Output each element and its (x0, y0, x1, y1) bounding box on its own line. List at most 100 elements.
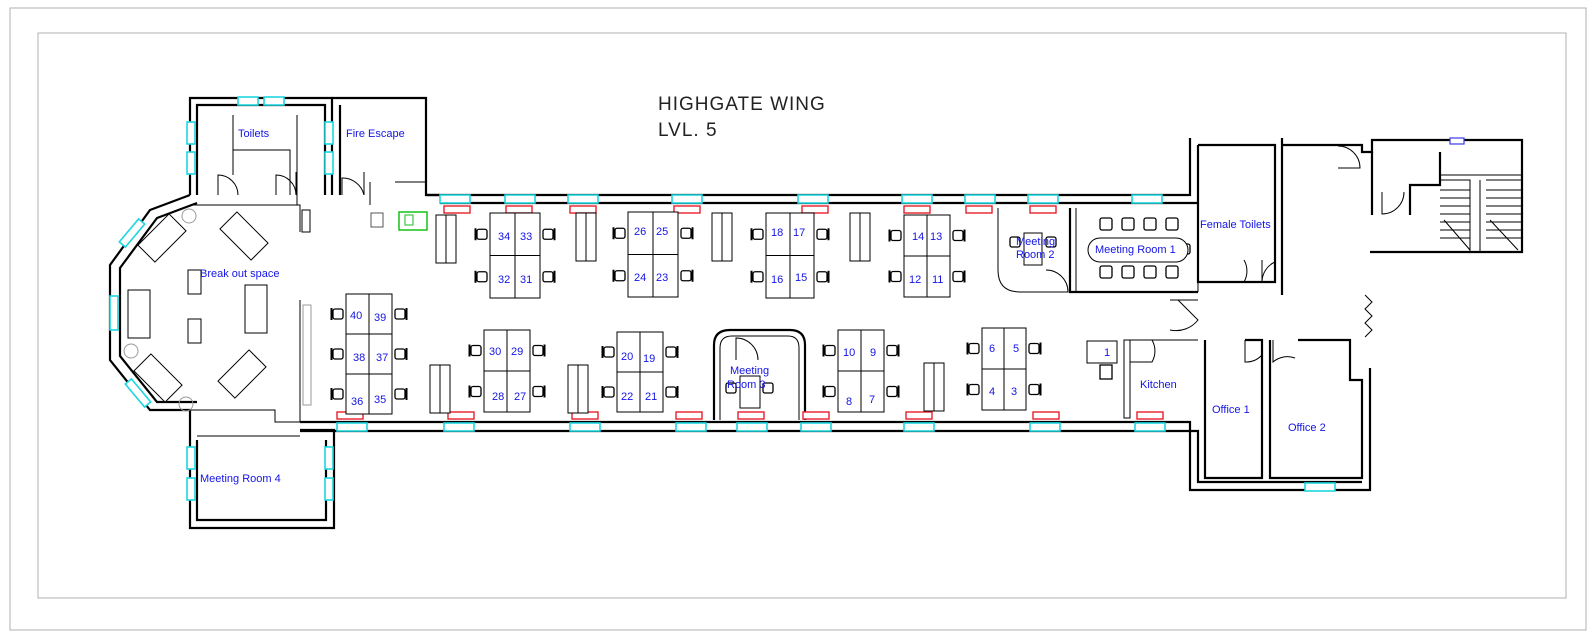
drawing-border (37, 32, 1567, 599)
chair (752, 271, 764, 283)
chair (332, 388, 344, 400)
doors (217, 145, 1405, 364)
desk-37: 37 (376, 352, 388, 364)
chair (332, 348, 344, 360)
fire-escape-label: Fire Escape (346, 128, 405, 140)
desk-10: 10 (843, 347, 855, 359)
chair (394, 348, 406, 360)
desk-16: 16 (771, 274, 783, 286)
chair (394, 308, 406, 320)
meeting-room-4-label: Meeting Room 4 (200, 473, 281, 485)
chair (952, 229, 964, 242)
office-2-label: Office 2 (1288, 422, 1326, 434)
desk-12: 12 (909, 274, 921, 286)
meeting-chair (1009, 236, 1021, 248)
office-1-label: Office 1 (1212, 404, 1250, 416)
desk-29: 29 (511, 346, 523, 358)
outer-frame (9, 7, 1587, 631)
chair (816, 228, 828, 240)
desk-31: 31 (520, 274, 532, 286)
desk-5: 5 (1013, 343, 1019, 355)
chair (470, 385, 482, 398)
desk-28: 28 (492, 391, 504, 403)
walls (108, 96, 1524, 530)
red-markers (336, 205, 1164, 420)
meeting-chair (1099, 217, 1113, 231)
chair (890, 229, 902, 242)
chair (603, 346, 615, 358)
desk-6: 6 (989, 343, 995, 355)
desk-8: 8 (846, 396, 852, 408)
desk-18: 18 (771, 227, 783, 239)
level-title: LVL. 5 (658, 120, 718, 141)
meeting-chair (1143, 265, 1157, 279)
wing-title: HIGHGATE WING (658, 94, 826, 115)
chair (824, 344, 836, 357)
chair (968, 383, 980, 396)
chair (886, 385, 898, 398)
desk-30: 30 (489, 346, 501, 358)
chair (824, 385, 836, 398)
break-out-space-label: Break out space (200, 268, 280, 280)
chair (968, 342, 980, 355)
desk-24: 24 (634, 272, 646, 284)
meeting-chair (1099, 265, 1113, 279)
chair (1028, 342, 1040, 355)
desk-3: 3 (1011, 386, 1017, 398)
desk-39: 39 (374, 312, 386, 324)
desk-26: 26 (634, 226, 646, 238)
desk-14: 14 (912, 231, 924, 243)
toilets-label: Toilets (238, 128, 270, 140)
windows (109, 96, 1465, 501)
room-labels: Toilets Fire Escape Break out space Meet… (200, 128, 1326, 485)
chair (1028, 383, 1040, 396)
desk-11: 11 (932, 274, 943, 286)
meeting-chair (725, 382, 737, 394)
desk-7: 7 (869, 394, 875, 406)
desk-20: 20 (621, 351, 633, 363)
desk-38: 38 (353, 352, 365, 364)
breakout-furniture (123, 208, 312, 412)
desk-4: 4 (989, 386, 995, 398)
chair (890, 270, 902, 283)
meeting-chair (1045, 236, 1057, 248)
chair (476, 228, 488, 240)
meeting-chair (1165, 265, 1179, 279)
desk-9: 9 (870, 347, 876, 359)
meeting-room-3-label-1: Meeting (730, 365, 769, 377)
chair (603, 386, 615, 398)
desk-clusters (330, 211, 1191, 415)
chair (886, 344, 898, 357)
chair (752, 228, 764, 240)
chair (816, 271, 828, 283)
chair (665, 386, 677, 398)
desk-25: 25 (656, 226, 668, 238)
desk-13: 13 (930, 231, 942, 243)
meeting-furniture (739, 232, 1189, 419)
desk-numbers: 34 33 32 31 26 25 24 23 18 17 16 15 14 1… (350, 226, 1019, 408)
meeting-room-2-label-2: Room 2 (1016, 249, 1055, 261)
chair (332, 308, 344, 320)
printer (370, 211, 428, 231)
desk-36: 36 (351, 396, 363, 408)
desk-23: 23 (656, 272, 668, 284)
meeting-room-1-label: Meeting Room 1 (1095, 244, 1176, 256)
meeting-chair (762, 382, 774, 394)
desk-17: 17 (793, 227, 805, 239)
desk-22: 22 (621, 391, 633, 403)
chair (476, 271, 488, 283)
meeting-chair (1121, 217, 1135, 231)
female-toilets-label: Female Toilets (1200, 219, 1271, 231)
desk-35: 35 (374, 394, 386, 406)
desk-15: 15 (795, 272, 807, 284)
desk-32: 32 (498, 274, 510, 286)
kitchen-label: Kitchen (1140, 379, 1177, 391)
meeting-room-3-label-2: Room 3 (727, 379, 766, 391)
desk-21: 21 (645, 391, 657, 403)
meeting-room-2-label-1: Meeting (1016, 236, 1055, 248)
chair (665, 346, 677, 358)
chair (680, 270, 692, 282)
chair (952, 270, 964, 283)
